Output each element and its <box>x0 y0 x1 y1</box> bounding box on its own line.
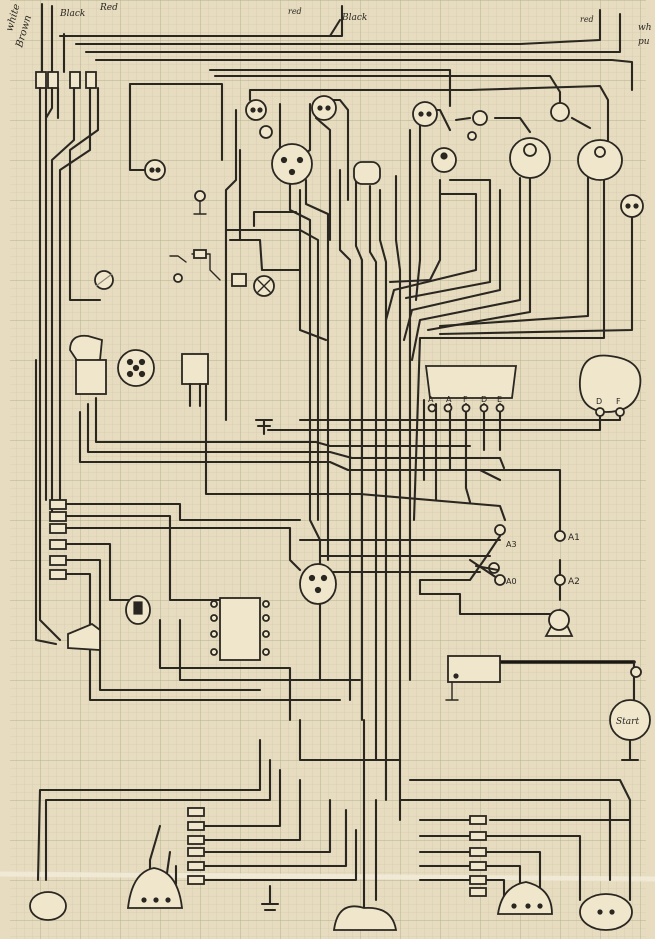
dial-left <box>509 137 551 179</box>
label-start: Start <box>616 717 639 727</box>
label-red: Red <box>99 3 118 13</box>
label-black-top-mid: Black <box>341 13 367 23</box>
flasher-unit <box>299 563 337 605</box>
number-plate-lamp <box>332 905 398 931</box>
rear-lamp-left <box>29 891 67 921</box>
label-pu-top-right: pu <box>638 37 650 47</box>
gauge-2 <box>353 161 381 185</box>
regulator <box>424 365 518 399</box>
label-wh-top-right: wh <box>638 23 652 33</box>
label-a3: A3 <box>506 540 517 549</box>
label-red-top-mid: red <box>288 7 302 16</box>
label-term-a: A <box>446 395 452 404</box>
fuse-a1 <box>554 530 566 542</box>
components <box>29 95 651 931</box>
control-box-head <box>69 334 103 363</box>
control-box <box>75 359 107 395</box>
label-a0: A0 <box>506 577 517 586</box>
plug-right <box>620 194 644 218</box>
wiper-motor <box>67 622 101 651</box>
rear-lamp-right <box>579 893 633 931</box>
label-term-e: E <box>497 395 502 404</box>
switch-top-1 <box>245 99 267 121</box>
label-gen-f: F <box>616 397 621 406</box>
label-black: Black <box>59 9 85 19</box>
fuse-a2 <box>554 574 566 586</box>
switch-top-3 <box>412 101 438 127</box>
dial-right <box>577 139 623 181</box>
label-term-f: F <box>463 395 468 404</box>
gauge-1 <box>271 143 313 185</box>
label-red-top-right: red <box>580 15 594 24</box>
label-term-d: D <box>481 395 487 404</box>
fuse-box <box>219 597 261 661</box>
gauge-3 <box>431 147 457 173</box>
switch-a0 <box>494 574 506 586</box>
label-gen-d: D <box>596 397 602 406</box>
lamp-left <box>144 159 166 181</box>
paper-fold-line <box>0 871 655 882</box>
relay-unit <box>181 353 209 385</box>
switch-a3 <box>494 524 506 536</box>
switch-top-2 <box>311 95 337 121</box>
label-a2: A2 <box>568 577 580 587</box>
label-a1: A1 <box>568 533 580 543</box>
label-term-a1: A <box>428 395 434 404</box>
generator <box>579 354 642 413</box>
